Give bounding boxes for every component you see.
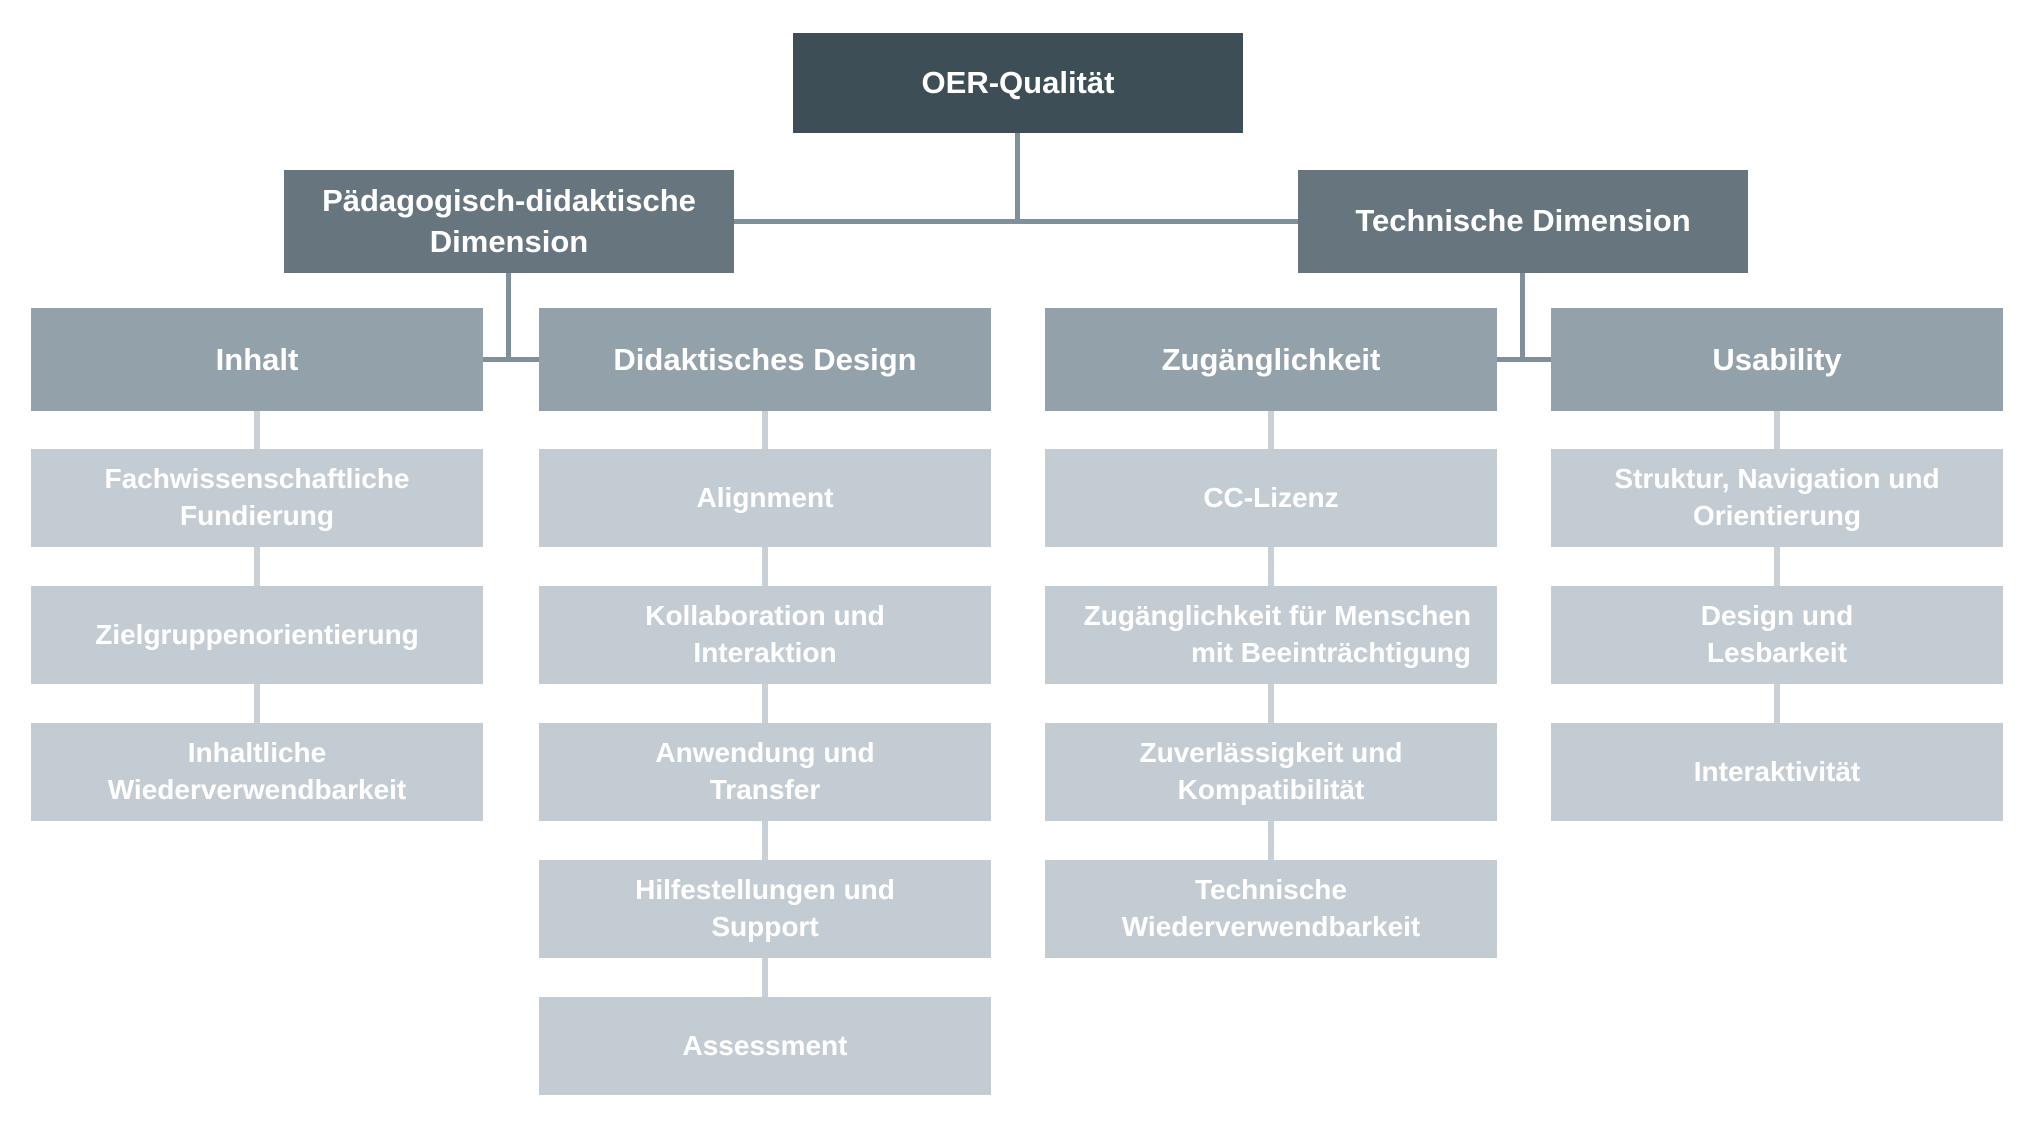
connector-column-usability: [1774, 411, 1780, 723]
connector-column-didaktisches-design: [762, 411, 768, 997]
node-label: Pädagogisch-didaktische Dimension: [322, 183, 696, 259]
node-label: OER-Qualität: [921, 65, 1115, 100]
item-zielgruppenorientierung: Zielgruppenorientierung: [31, 586, 483, 684]
item-label: CC-Lizenz: [1203, 481, 1339, 513]
item-zuverlaessigkeit-und-kompatibilitaet: Zuverlässigkeit und Kompatibilität: [1045, 723, 1497, 821]
item-cc-lizenz: CC-Lizenz: [1045, 449, 1497, 547]
connector-column-inhalt: [254, 411, 260, 723]
connector-left-pair-horizontal: [483, 357, 539, 362]
item-fachwissenschaftliche-fundierung: Fachwissenschaftliche Fundierung: [31, 449, 483, 547]
item-hilfestellungen-und-support: Hilfestellungen und Support: [539, 860, 991, 958]
connector-left-dimension-vertical: [506, 273, 511, 360]
item-label: Zielgruppenorientierung: [95, 618, 419, 650]
connector-dimensions-horizontal: [734, 219, 1298, 224]
item-label: Zuverlässigkeit und Kompatibilität: [1139, 737, 1403, 805]
item-label: Alignment: [696, 481, 834, 513]
item-design-und-lesbarkeit: Design und Lesbarkeit: [1551, 586, 2003, 684]
category-zugaenglichkeit: Zugänglichkeit: [1045, 308, 1497, 411]
item-label: Assessment: [682, 1029, 848, 1061]
category-label: Usability: [1712, 341, 1842, 377]
node-paedagogisch-didaktische-dimension: Pädagogisch-didaktische Dimension: [284, 170, 734, 273]
connector-right-pair-horizontal: [1497, 357, 1553, 362]
connector-root-vertical: [1015, 133, 1020, 222]
item-anwendung-und-transfer: Anwendung und Transfer: [539, 723, 991, 821]
item-inhaltliche-wiederverwendbarkeit: Inhaltliche Wiederverwendbarkeit: [31, 723, 483, 821]
category-didaktisches-design: Didaktisches Design: [539, 308, 991, 411]
item-label: Zugänglichkeit für Menschen mit Beeinträ…: [1083, 600, 1471, 668]
item-alignment: Alignment: [539, 449, 991, 547]
item-struktur-navigation-und-orientierung: Struktur, Navigation und Orientierung: [1551, 449, 2003, 547]
item-label: Fachwissenschaftliche Fundierung: [104, 463, 410, 531]
item-label: Interaktivität: [1693, 755, 1861, 787]
item-label: Technische Wiederverwendbarkeit: [1121, 874, 1421, 942]
item-label: Anwendung und Transfer: [655, 737, 875, 805]
item-assessment: Assessment: [539, 997, 991, 1095]
connector-right-dimension-vertical: [1520, 273, 1525, 360]
item-label: Hilfestellungen und Support: [635, 874, 895, 942]
item-label: Kollaboration und Interaktion: [645, 600, 885, 668]
item-interaktivitaet: Interaktivität: [1551, 723, 2003, 821]
item-technische-wiederverwendbarkeit: Technische Wiederverwendbarkeit: [1045, 860, 1497, 958]
category-label: Inhalt: [215, 341, 299, 377]
item-label: Design und Lesbarkeit: [1700, 600, 1854, 668]
item-label: Inhaltliche Wiederverwendbarkeit: [107, 737, 407, 805]
item-kollaboration-und-interaktion: Kollaboration und Interaktion: [539, 586, 991, 684]
category-inhalt: Inhalt: [31, 308, 483, 411]
node-oer-qualitaet: OER-Qualität: [793, 33, 1243, 133]
category-label: Zugänglichkeit: [1161, 341, 1381, 377]
item-label: Struktur, Navigation und Orientierung: [1614, 463, 1940, 531]
node-technische-dimension: Technische Dimension: [1298, 170, 1748, 273]
item-zugaenglichkeit-fuer-menschen-mit-beeintraechtigung: Zugänglichkeit für Menschen mit Beeinträ…: [1045, 586, 1497, 684]
category-label: Didaktisches Design: [613, 341, 917, 377]
category-usability: Usability: [1551, 308, 2003, 411]
node-label: Technische Dimension: [1355, 203, 1691, 239]
